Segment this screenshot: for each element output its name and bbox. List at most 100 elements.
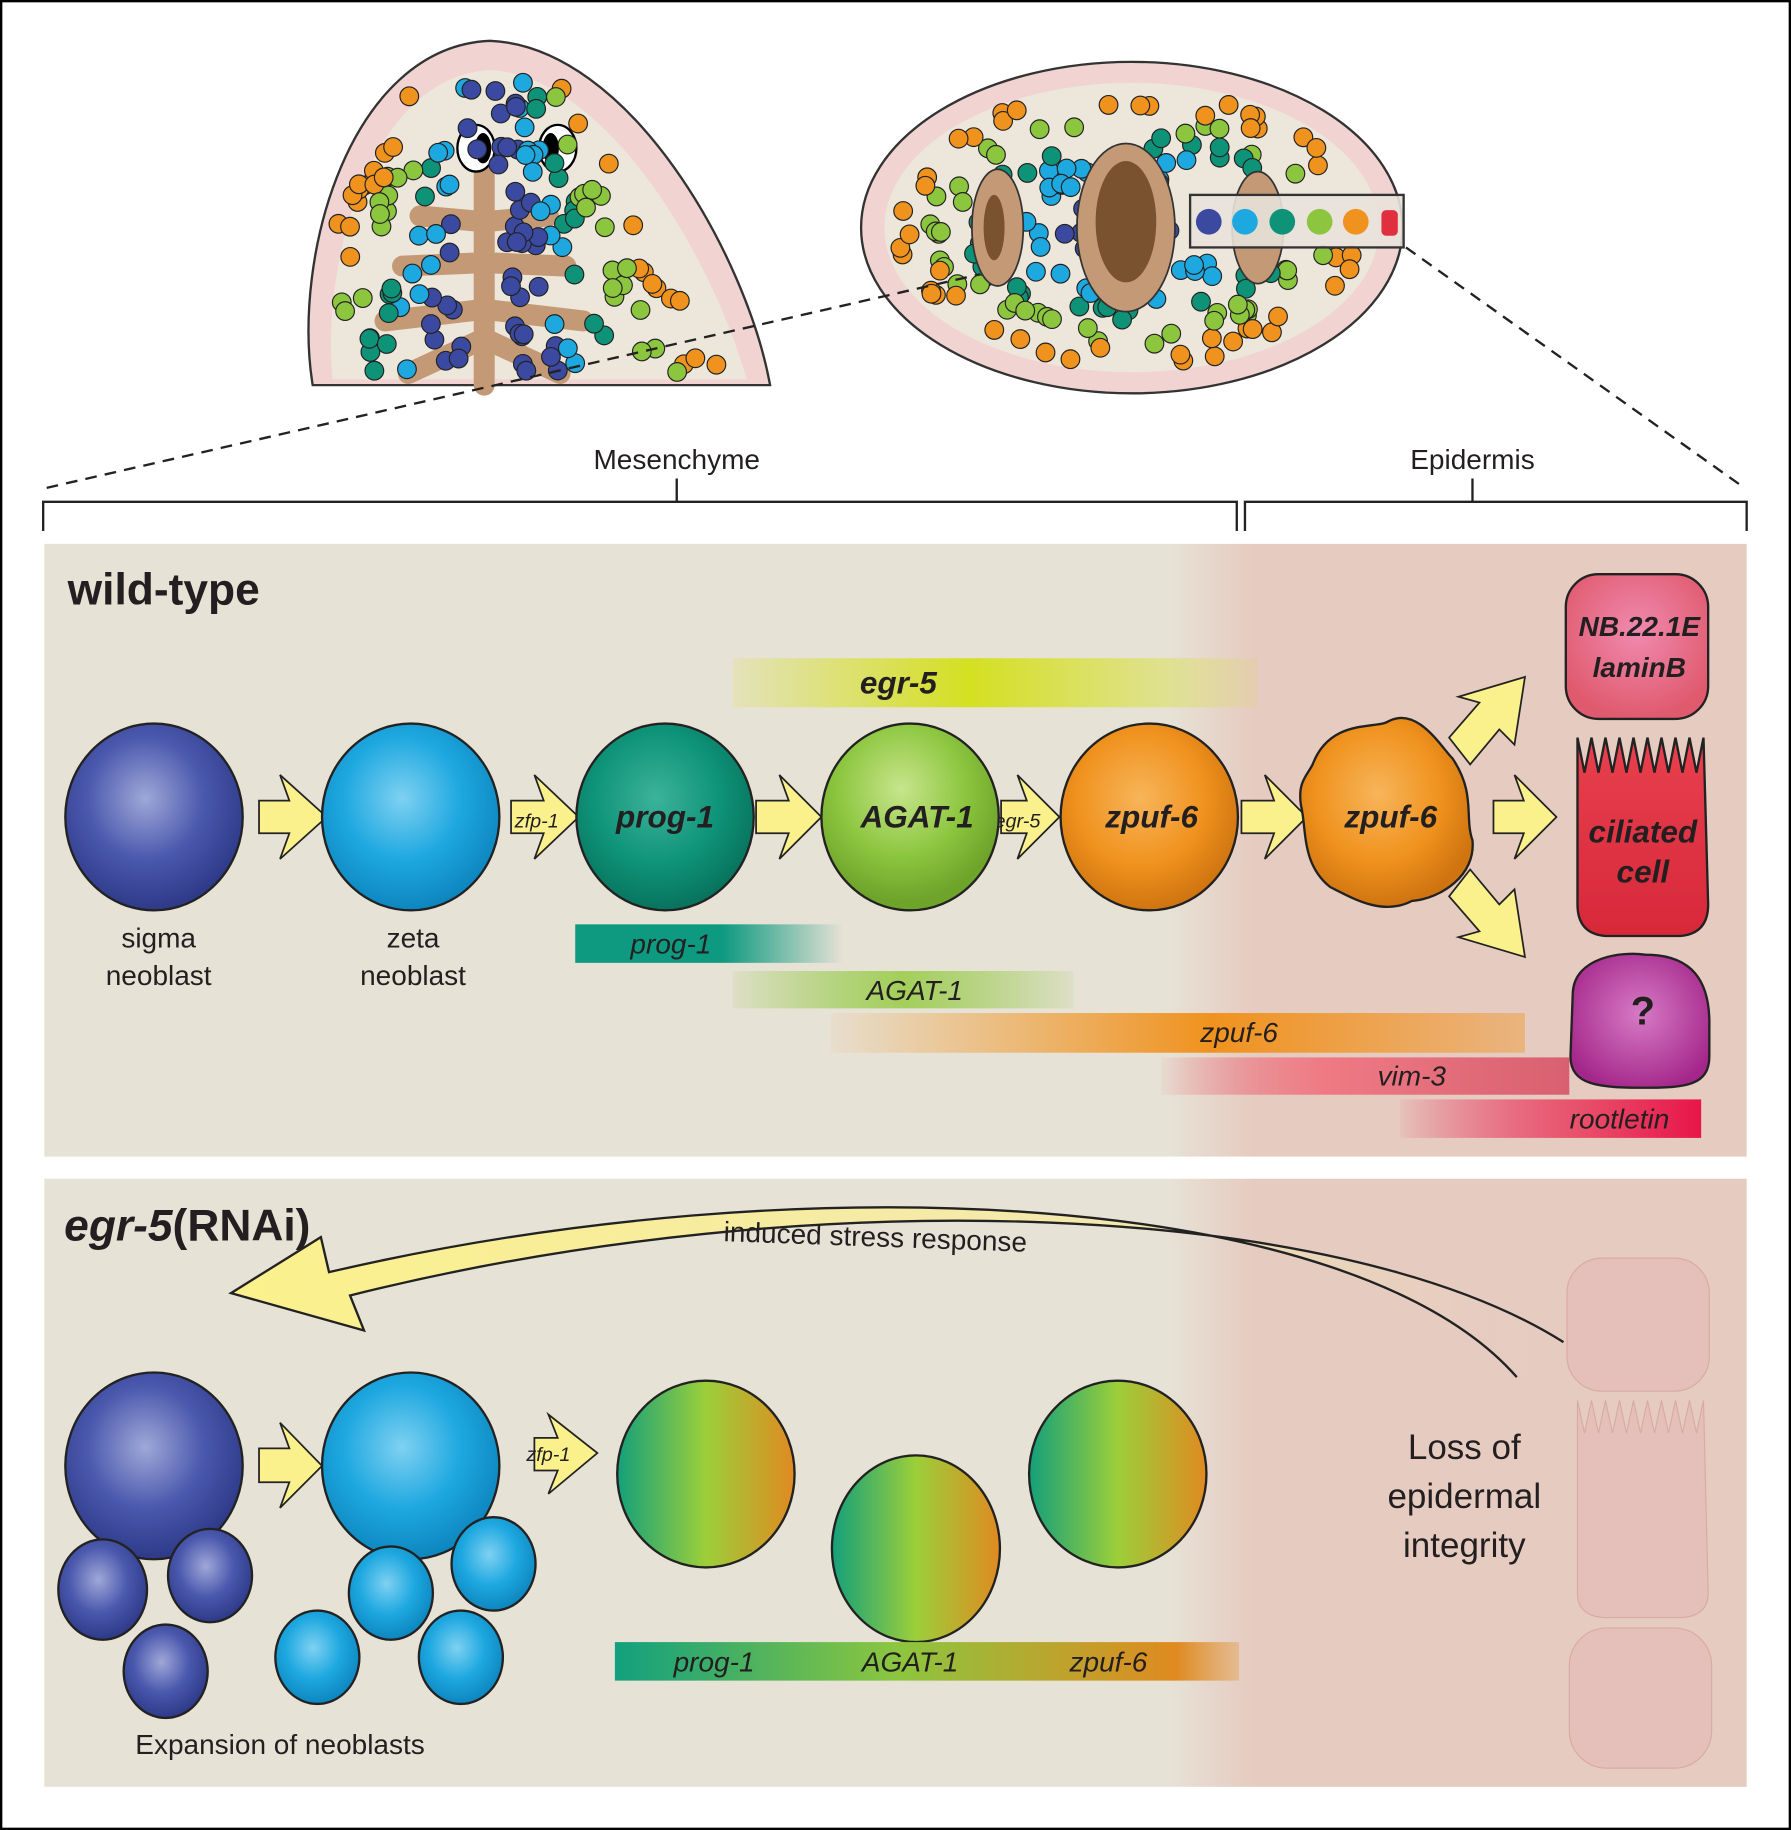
cell-dot (457, 118, 478, 139)
cell-dot (364, 360, 385, 381)
wild-type-arrows (258, 675, 1558, 959)
expression-bar-egr5 (732, 658, 1258, 708)
expression-bar-prog1-label: prog-1 (629, 929, 711, 960)
arrow-sigma-to-zeta (258, 774, 329, 860)
cell-dot (642, 273, 663, 294)
faded-epidermal-cells (1566, 1257, 1713, 1769)
cell-dot (1006, 100, 1027, 121)
cell-dot (617, 258, 637, 279)
zpuf6-cell (1059, 722, 1240, 912)
arrow-agat1-to-zpuf6 (1000, 774, 1061, 860)
zpuf6-cell-label: zpuf-6 (1104, 798, 1198, 834)
cell-dot (522, 161, 543, 182)
agat1-cell-label: AGAT-1 (859, 798, 973, 834)
cell-dot (335, 301, 356, 322)
cell-dot (1195, 105, 1216, 126)
cell-dot (505, 181, 526, 202)
cell-dot (930, 260, 950, 281)
cell-dot (948, 128, 969, 149)
cell-dot (340, 216, 360, 237)
cell-dot (1170, 344, 1191, 365)
cell-dot (1242, 319, 1263, 339)
cell-dot (1209, 118, 1230, 139)
cell-dot (397, 359, 417, 380)
cell-dot (1339, 259, 1360, 280)
cell-dot (1017, 163, 1038, 183)
cell-dot (899, 224, 920, 245)
cell-dot (440, 214, 461, 235)
rnai-arrow-sigma-to-zeta (258, 1422, 324, 1509)
cell-dot (1015, 300, 1036, 321)
projection-lines (46, 246, 1746, 489)
cell-dot (1176, 150, 1197, 171)
rnai-title-suffix: (RNAi) (173, 1202, 311, 1251)
cell-dot (1050, 263, 1071, 284)
nb22-laminb-cell (1564, 573, 1710, 721)
cell-dot (1325, 275, 1345, 296)
expression-bar-rootletin (1400, 1099, 1702, 1138)
cell-dot (439, 242, 460, 263)
expression-bar-zpuf6-label: zpuf-6 (1199, 1017, 1278, 1048)
cell-dot (946, 285, 966, 306)
cell-dot (409, 225, 429, 246)
cell-dot (514, 117, 535, 138)
cell-dot (1223, 331, 1244, 352)
ciliated-label-line2: cell (1617, 853, 1671, 889)
unknown-fate-cell (1569, 952, 1711, 1089)
head-cell-dots (328, 72, 727, 382)
cell-dot (1240, 118, 1261, 139)
cell-dot (1313, 245, 1334, 266)
cell-dot (630, 300, 651, 320)
cell-dot (706, 354, 727, 375)
cell-dot (1130, 95, 1151, 116)
cell-dot (359, 328, 380, 349)
cell-dot (1060, 349, 1081, 370)
cell-dot (1090, 337, 1111, 358)
cell-dot (515, 145, 536, 165)
cell-dot (557, 338, 578, 359)
cell-dot (557, 134, 578, 155)
cell-dot (415, 186, 435, 207)
expression-bar-rootletin-label: rootletin (1570, 1104, 1670, 1135)
epidermis-label: Epidermis (1410, 444, 1534, 475)
cell-dot (1204, 346, 1225, 367)
mixed-expression-bar (614, 1642, 1240, 1681)
cell-dot (488, 154, 509, 175)
cell-dot (685, 348, 706, 369)
loss-label-line3: integrity (1403, 1526, 1526, 1565)
cell-dot (576, 197, 596, 218)
cell-dot (1098, 95, 1119, 115)
cell-dot (1235, 278, 1256, 299)
agat1-cell (820, 722, 1000, 912)
cell-dot (439, 174, 460, 195)
mixed-bar-prog1: prog-1 (673, 1646, 755, 1677)
cell-dot (352, 288, 373, 308)
mesenchyme-label: Mesenchyme (593, 444, 759, 475)
expression-bar-vim3 (1160, 1057, 1570, 1095)
cell-dot (1054, 223, 1075, 244)
cell-dot (623, 215, 644, 236)
cell-dot (1041, 146, 1062, 167)
cell-dot (1175, 123, 1196, 144)
cell-dot (513, 72, 533, 93)
arrow-prog1-to-agat1 (755, 774, 823, 860)
sigma-neoblast-cell (64, 722, 244, 912)
mixed-bar-zpuf6: zpuf-6 (1069, 1646, 1148, 1677)
cell-dot (1161, 323, 1182, 344)
cell-dot (669, 290, 690, 311)
cell-dot (428, 142, 449, 163)
cell-dot (582, 179, 603, 200)
cell-dot (1144, 333, 1165, 354)
cell-dot (1064, 117, 1085, 138)
cell-dot (631, 341, 652, 362)
expanded-neoblasts (57, 1516, 537, 1720)
cell-dot (1218, 95, 1239, 115)
cell-dot (1191, 291, 1211, 312)
zeta-label-line2: neoblast (360, 960, 466, 991)
arrow-zeta-to-prog1 (510, 774, 580, 860)
cell-dot (545, 87, 566, 107)
cell-dot (461, 79, 482, 100)
cell-dot (568, 113, 589, 134)
cell-dot (1026, 261, 1046, 282)
sigma-label-line1: sigma (121, 923, 196, 954)
